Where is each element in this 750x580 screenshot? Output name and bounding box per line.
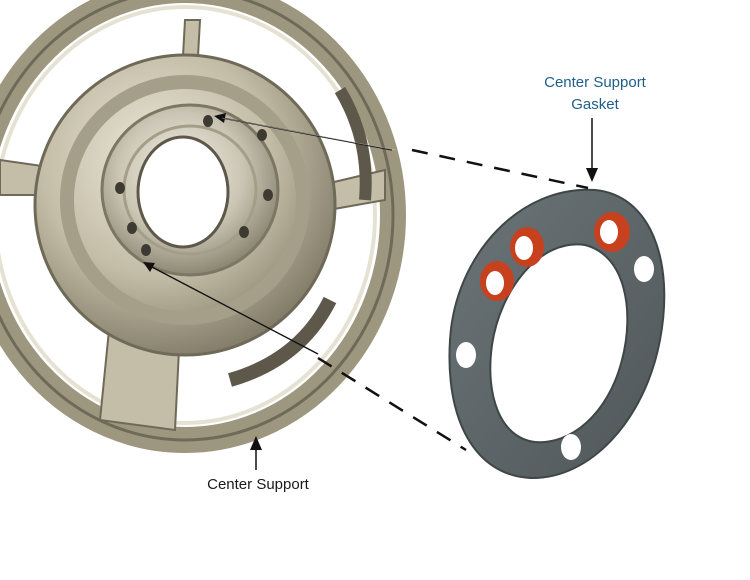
support-rim-edge [0,0,395,442]
bolt-hole [141,244,151,256]
bolt-hole [127,222,137,234]
center-support-label: Center Support [207,476,309,493]
gasket-label-line2: Gasket [571,96,619,113]
bolt-hole [239,226,249,238]
gasket-hole [634,256,654,282]
center-support-part [0,0,406,453]
leader-arrowhead [143,262,155,272]
support-slot [334,86,372,201]
gasket-label: Center Support Gasket [520,72,670,116]
gasket-label-arrowhead [586,168,598,182]
gasket-hole [600,220,618,244]
gasket-hole [456,342,476,368]
bolt-hole [203,115,213,127]
support-rim-highlight [0,5,377,425]
gasket-label-line1: Center Support [544,74,646,91]
leader-line-highlight [221,117,396,151]
gasket-body [448,188,666,480]
gasket-hole [515,236,533,260]
leader-arrowhead [214,113,226,123]
support-label-arrowhead [250,436,262,450]
gasket-hole [486,271,504,295]
leader-line [149,265,319,355]
bolt-hole [115,182,125,194]
bolt-hole [257,129,267,141]
center-support-gasket-part [448,188,666,480]
support-raised-ring [60,75,310,325]
bolt-hole [263,189,273,201]
support-slot [228,296,337,387]
dashed-alignment-line-bottom [317,356,467,452]
support-bore [136,135,230,249]
gasket-hole [561,434,581,460]
dashed-alignment-line-top [411,148,589,190]
